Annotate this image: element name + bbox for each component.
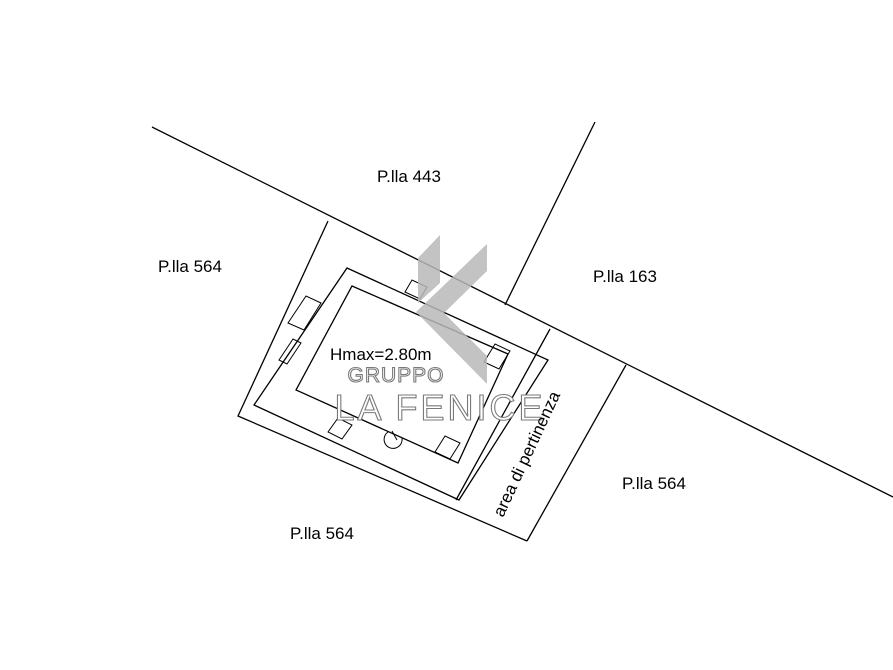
watermark-line1: GRUPPO (347, 364, 444, 387)
parcel-label-southeast: P.lla 564 (622, 474, 686, 493)
appurtenance-east-line (526, 364, 627, 542)
building-height-label: Hmax=2.80m (330, 345, 432, 364)
lot-outer-edge (237, 220, 528, 542)
logo-chevron (416, 244, 487, 384)
window-west-upper (287, 295, 322, 331)
parcel-label-south: P.lla 564 (290, 524, 354, 543)
parcel-label-east: P.lla 163 (593, 267, 657, 286)
parcel-label-west: P.lla 564 (158, 257, 222, 276)
stair-tick (391, 430, 398, 441)
door-southwest (327, 417, 353, 440)
appurtenance-west-line (455, 328, 551, 501)
parcel-label-north: P.lla 443 (377, 167, 441, 186)
north-boundary-line (151, 126, 893, 498)
window-west-mid (278, 338, 302, 365)
watermark-logo (416, 235, 487, 384)
lot-outline (237, 220, 551, 542)
parcel-boundaries (151, 121, 893, 542)
east-parcel-line (504, 121, 596, 306)
window-east (483, 343, 511, 370)
watermark-line2: LA FENICE (334, 387, 545, 428)
logo-back-panel (418, 235, 440, 303)
building-outer-wall (253, 267, 549, 501)
door-south (434, 435, 461, 460)
stair-symbol (383, 431, 403, 449)
